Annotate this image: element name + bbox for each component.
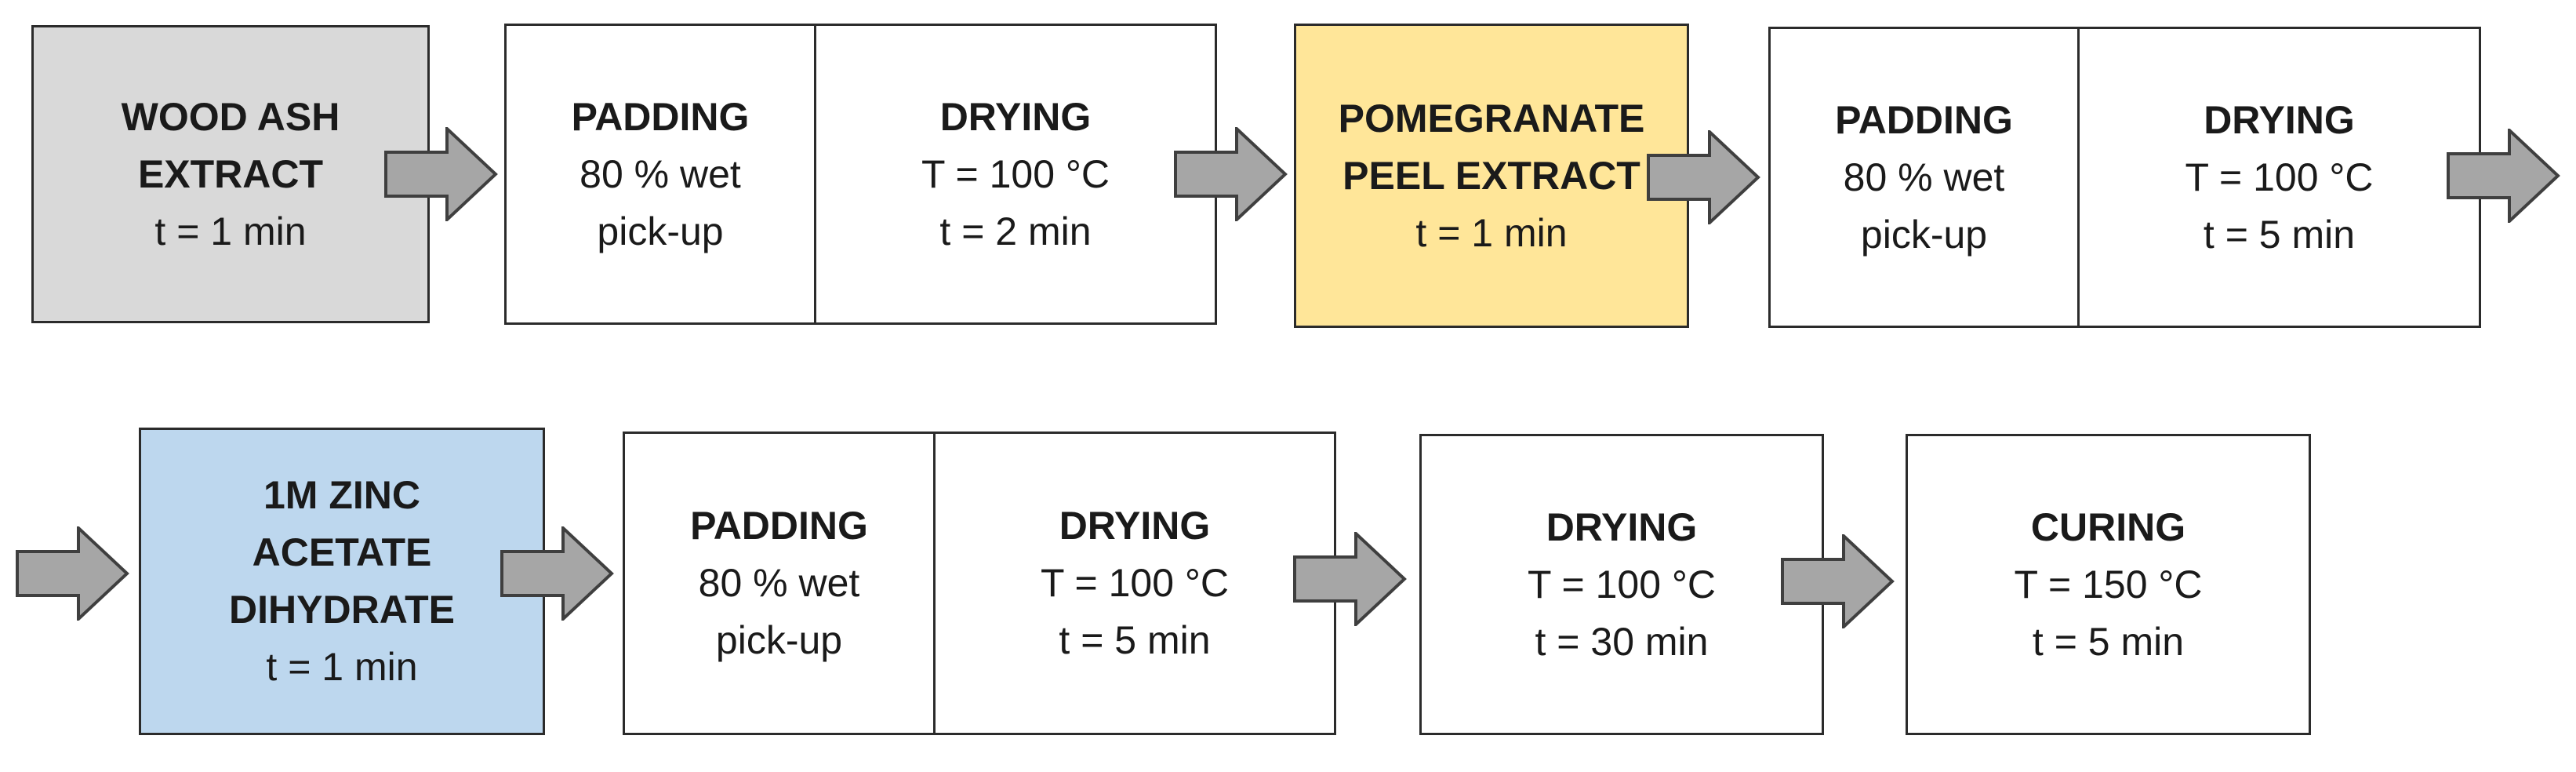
- padding-step-1: PADDING 80 % wet pick-up: [504, 24, 816, 325]
- right-arrow-icon: [500, 526, 614, 621]
- zinc-title-line1: 1M ZINC: [263, 473, 420, 517]
- padding-2-line1: 80 % wet: [1843, 155, 2005, 199]
- wood-ash-title-line2: EXTRACT: [137, 151, 324, 196]
- padding-1-title: PADDING: [571, 94, 750, 139]
- drying-4-title: DRYING: [1546, 504, 1698, 549]
- padding-3-line2: pick-up: [715, 618, 843, 662]
- curing-title: CURING: [2030, 504, 2186, 549]
- wood-ash-time: t = 1 min: [154, 209, 307, 253]
- padding-step-3: PADDING 80 % wet pick-up: [623, 432, 936, 735]
- padding-2-line2: pick-up: [1860, 212, 1988, 257]
- curing-step: CURING T = 150 °C t = 5 min: [1906, 434, 2311, 735]
- drying-step-3: DRYING T = 100 °C t = 5 min: [936, 432, 1336, 735]
- drying-3-title: DRYING: [1059, 504, 1211, 548]
- drying-4-time: t = 30 min: [1535, 619, 1709, 664]
- padding-3-title: PADDING: [690, 504, 868, 548]
- drying-3-time: t = 5 min: [1059, 618, 1211, 662]
- drying-4-temp: T = 100 °C: [1527, 562, 1717, 606]
- right-arrow-icon: [1647, 130, 1760, 224]
- drying-step-4: DRYING T = 100 °C t = 30 min: [1419, 434, 1824, 735]
- pomegranate-time: t = 1 min: [1415, 210, 1568, 255]
- drying-2-title: DRYING: [2204, 97, 2355, 142]
- curing-temp: T = 150 °C: [2014, 562, 2203, 606]
- drying-step-1: DRYING T = 100 °C t = 2 min: [816, 24, 1217, 325]
- right-arrow-icon: [16, 526, 129, 621]
- wood-ash-title-line1: WOOD ASH: [121, 94, 340, 139]
- curing-time: t = 5 min: [2032, 619, 2185, 664]
- padding-3-line1: 80 % wet: [698, 561, 860, 605]
- pomegranate-title-line2: PEEL EXTRACT: [1342, 153, 1640, 198]
- drying-3-temp: T = 100 °C: [1040, 561, 1230, 605]
- zinc-time: t = 1 min: [266, 645, 418, 689]
- padding-step-2: PADDING 80 % wet pick-up: [1768, 27, 2080, 328]
- drying-1-temp: T = 100 °C: [921, 151, 1110, 196]
- drying-1-title: DRYING: [939, 94, 1092, 139]
- zinc-title-line3: DIHYDRATE: [229, 588, 455, 632]
- right-arrow-icon: [1174, 127, 1288, 221]
- pomegranate-peel-extract-step: POMEGRANATE PEEL EXTRACT t = 1 min: [1294, 24, 1689, 328]
- right-arrow-icon: [1781, 534, 1895, 628]
- drying-2-time: t = 5 min: [2203, 212, 2356, 257]
- drying-2-temp: T = 100 °C: [2185, 155, 2374, 199]
- padding-1-line1: 80 % wet: [580, 151, 741, 196]
- pomegranate-title-line1: POMEGRANATE: [1338, 96, 1645, 140]
- padding-1-line2: pick-up: [597, 209, 724, 253]
- right-arrow-icon: [384, 127, 498, 221]
- zinc-acetate-dihydrate-step: 1M ZINC ACETATE DIHYDRATE t = 1 min: [139, 428, 545, 735]
- wood-ash-extract-step: WOOD ASH EXTRACT t = 1 min: [31, 25, 430, 323]
- drying-1-time: t = 2 min: [939, 209, 1092, 253]
- zinc-title-line2: ACETATE: [252, 530, 432, 574]
- padding-2-title: PADDING: [1835, 97, 2013, 142]
- drying-step-2: DRYING T = 100 °C t = 5 min: [2080, 27, 2481, 328]
- right-arrow-icon: [2447, 129, 2560, 223]
- right-arrow-icon: [1293, 532, 1407, 626]
